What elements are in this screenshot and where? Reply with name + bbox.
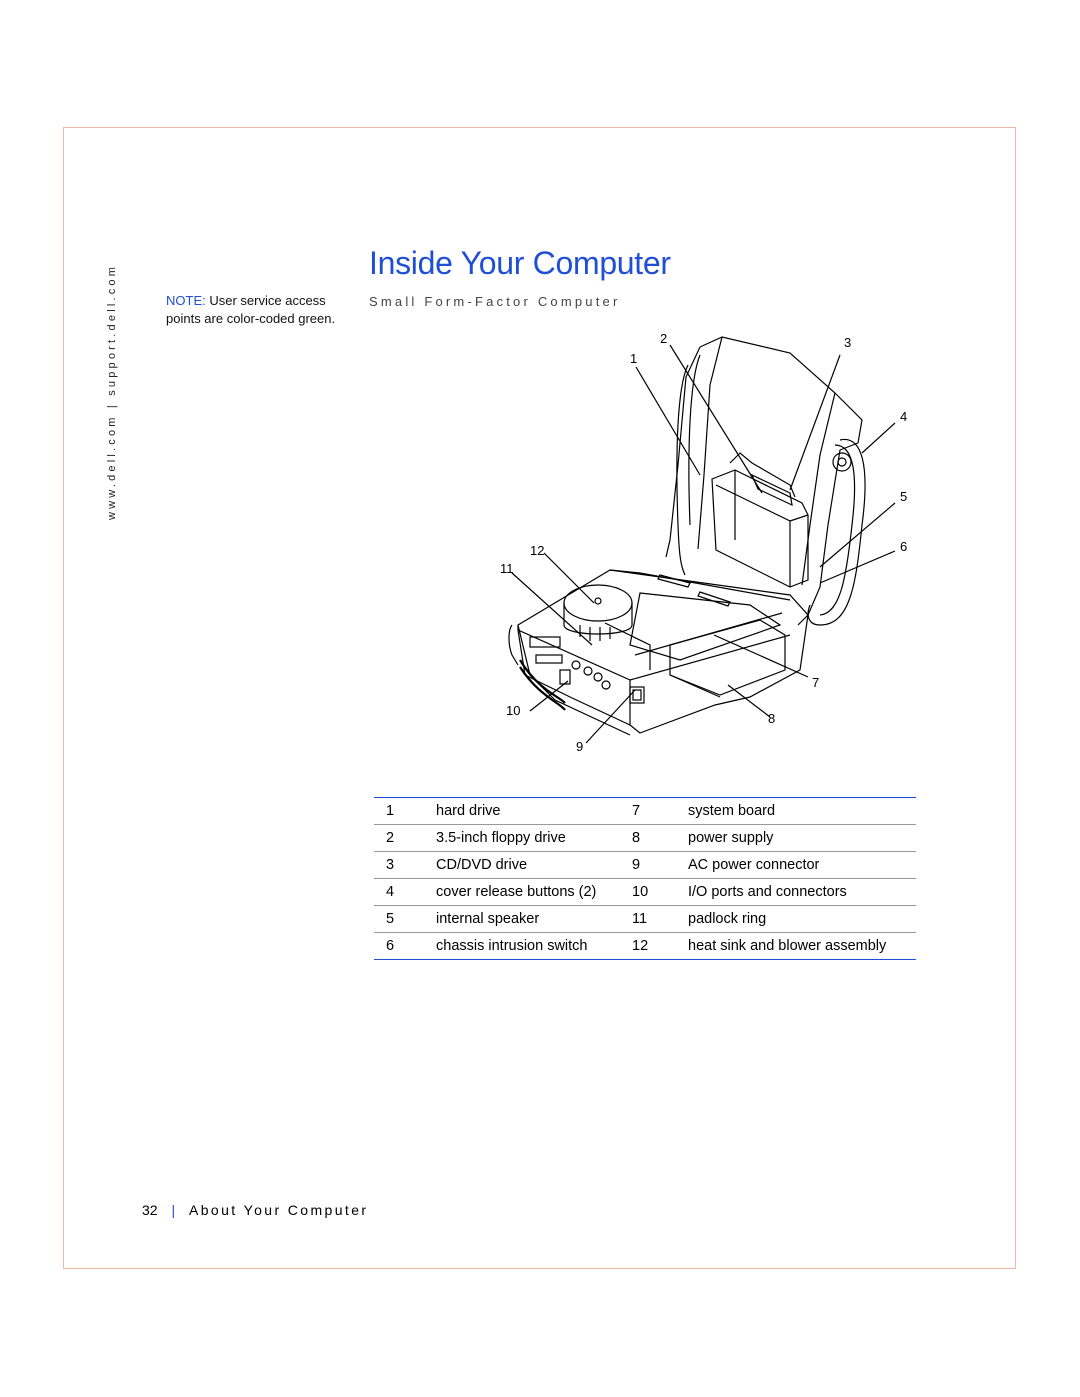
figure-subtitle: Small Form-Factor Computer — [369, 294, 621, 309]
callout-12: 12 — [530, 543, 544, 558]
computer-interior-illustration: 1 2 3 4 5 6 7 8 9 10 11 12 — [490, 325, 930, 765]
part-description: power supply — [688, 824, 916, 852]
page-number: 32 — [142, 1202, 158, 1218]
table-row: 3 CD/DVD drive 9 AC power connector — [374, 851, 916, 879]
callout-1: 1 — [630, 351, 637, 366]
table-row: 1 hard drive 7 system board — [374, 797, 916, 825]
part-description: AC power connector — [688, 851, 916, 879]
callout-3: 3 — [844, 335, 851, 350]
part-number: 12 — [632, 938, 649, 954]
part-number: 6 — [386, 938, 395, 954]
part-number: 3 — [374, 851, 436, 879]
callout-4: 4 — [900, 409, 907, 424]
table-row: 2 3.5-inch floppy drive 8 power supply — [374, 824, 916, 852]
table-row: 5 internal speaker 11 padlock ring — [374, 905, 916, 933]
page-footer: 32 | About Your Computer — [142, 1202, 368, 1218]
part-number: 2 — [374, 824, 436, 852]
part-description: CD/DVD drive — [436, 851, 632, 879]
part-description: hard drive — [436, 797, 632, 825]
table-row: 4 cover release buttons (2) 10 I/O ports… — [374, 878, 916, 906]
callout-10: 10 — [506, 703, 520, 718]
note-text: User service access points are color-cod… — [166, 293, 336, 326]
footer-separator: | — [171, 1202, 176, 1218]
part-number: 1 — [374, 797, 436, 825]
part-number: 7 — [632, 797, 688, 825]
part-number: 9 — [632, 851, 688, 879]
callout-6: 6 — [900, 539, 907, 554]
page-title: Inside Your Computer — [369, 245, 671, 281]
page-frame — [63, 127, 1016, 1269]
part-number: 8 — [632, 824, 688, 852]
part-number: 5 — [374, 905, 436, 933]
callout-9: 9 — [576, 739, 583, 754]
part-number: 10 — [632, 878, 688, 906]
callout-8: 8 — [768, 711, 775, 726]
part-description: cover release buttons (2) — [436, 878, 632, 906]
table-row: 6 chassis intrusion switch 12 heat sink … — [374, 933, 916, 960]
callout-5: 5 — [900, 489, 907, 504]
computer-interior-drawing: 1 2 3 4 5 6 7 8 9 10 11 12 — [500, 331, 907, 754]
callout-7: 7 — [812, 675, 819, 690]
part-description: 3.5-inch floppy drive — [436, 824, 632, 852]
note-block: NOTE: User service access points are col… — [166, 292, 336, 327]
part-description: chassis intrusion switch — [436, 938, 588, 954]
parts-legend-table: 1 hard drive 7 system board 2 3.5-inch f… — [374, 797, 916, 960]
part-description: system board — [688, 797, 916, 825]
footer-section-title: About Your Computer — [189, 1202, 369, 1218]
part-description: I/O ports and connectors — [688, 878, 916, 906]
part-number: 4 — [374, 878, 436, 906]
part-description: internal speaker — [436, 905, 632, 933]
callout-11: 11 — [500, 561, 514, 576]
callout-2: 2 — [660, 331, 667, 346]
side-url-text: www.dell.com | support.dell.com — [106, 263, 118, 520]
part-description: padlock ring — [688, 905, 916, 933]
part-number: 11 — [632, 905, 688, 933]
note-label: NOTE: — [166, 293, 206, 308]
part-description: heat sink and blower assembly — [688, 938, 887, 954]
